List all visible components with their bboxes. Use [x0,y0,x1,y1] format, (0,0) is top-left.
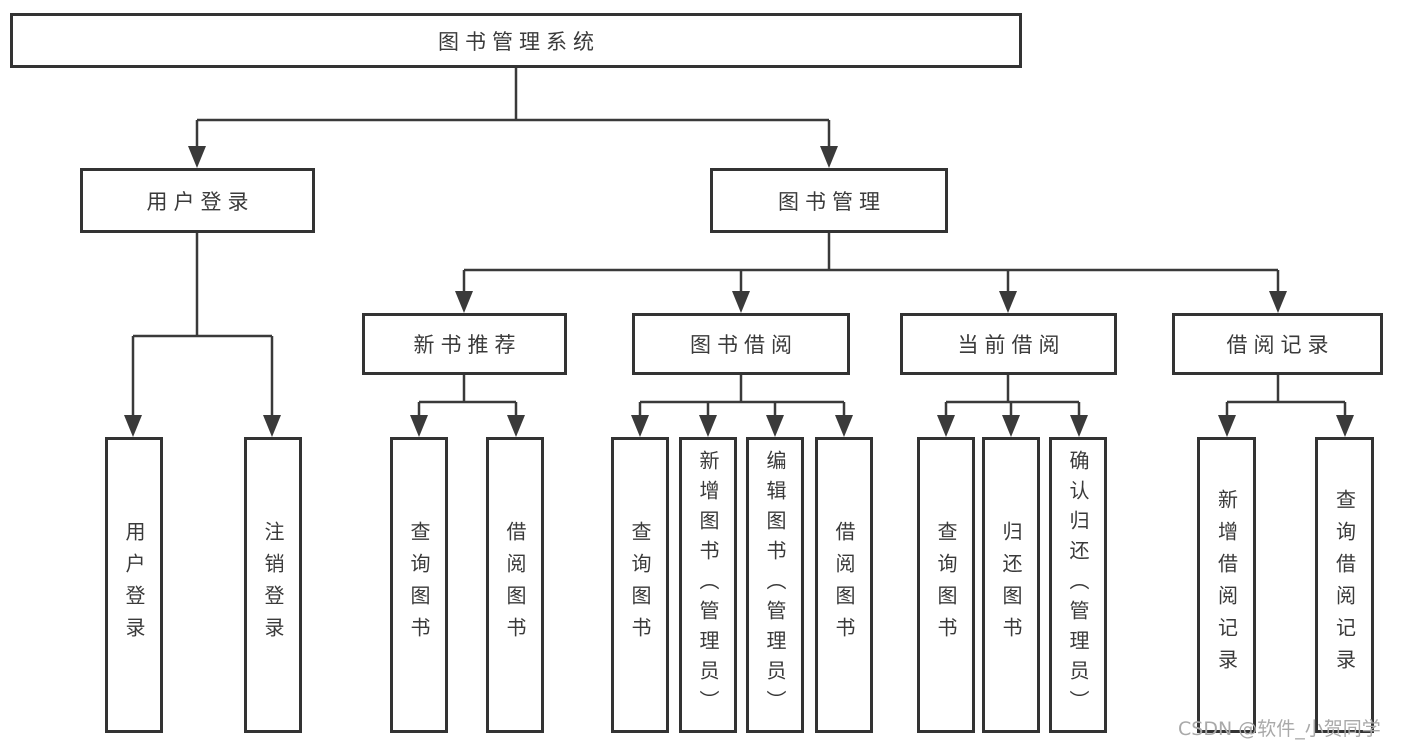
leaf-add-books-admin: 新增图书（管理员） [679,437,737,733]
arrowheads [124,146,1354,437]
node-book-management: 图书管理 [710,168,948,233]
leaf-user-login: 用户登录 [105,437,163,733]
leaf-query-books-recommend: 查询图书 [390,437,448,733]
leaf-query-books-current: 查询图书 [917,437,975,733]
leaf-edit-books-admin: 编辑图书（管理员） [746,437,804,733]
leaf-borrow-books: 借阅图书 [815,437,873,733]
node-current-borrow: 当前借阅 [900,313,1117,375]
leaf-query-books-borrow: 查询图书 [611,437,669,733]
leaf-query-borrow-record: 查询借阅记录 [1315,437,1374,733]
node-root-system: 图书管理系统 [10,13,1022,68]
leaf-borrow-books-recommend: 借阅图书 [486,437,544,733]
node-new-book-recommend: 新书推荐 [362,313,567,375]
leaf-add-borrow-record: 新增借阅记录 [1197,437,1256,733]
leaf-confirm-return-admin: 确认归还（管理员） [1049,437,1107,733]
node-user-login: 用户登录 [80,168,315,233]
leaf-return-books: 归还图书 [982,437,1040,733]
node-borrow-records: 借阅记录 [1172,313,1383,375]
csdn-watermark: CSDN @软件_小贺同学 [1178,718,1381,740]
node-book-borrow: 图书借阅 [632,313,850,375]
leaf-logout: 注销登录 [244,437,302,733]
